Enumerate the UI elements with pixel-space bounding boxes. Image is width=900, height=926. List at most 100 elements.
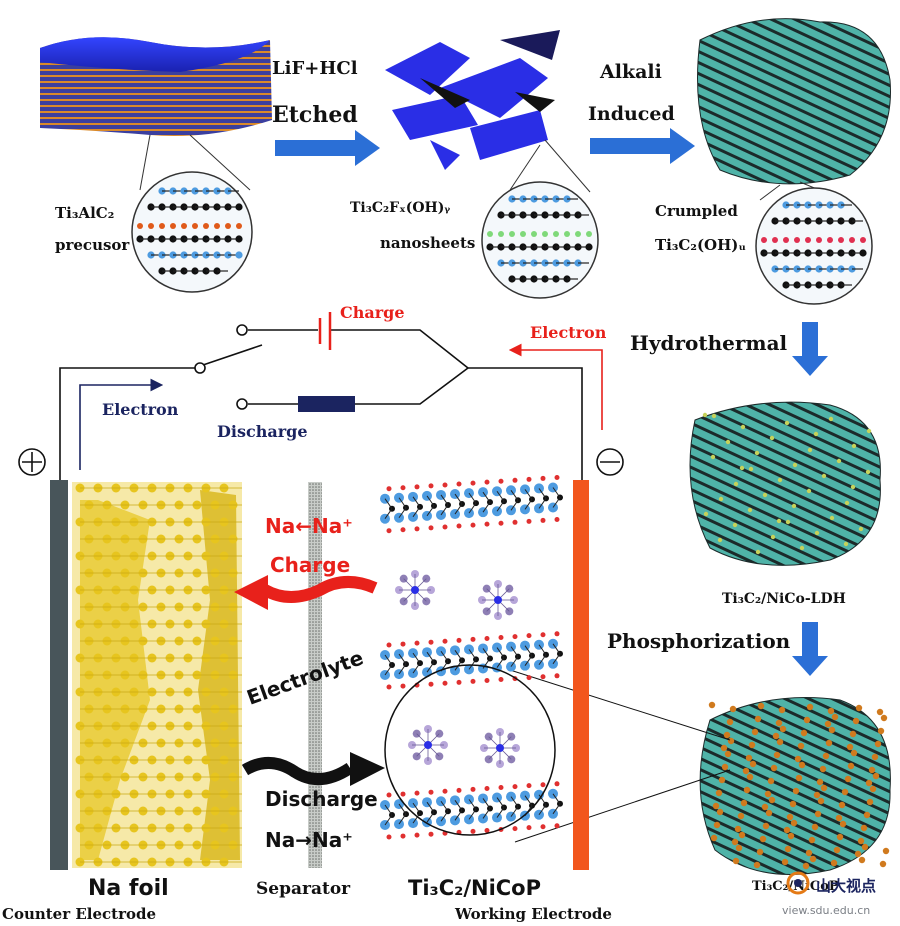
atom bbox=[822, 752, 830, 760]
atom bbox=[542, 231, 548, 237]
atom bbox=[554, 781, 560, 787]
atom bbox=[400, 833, 406, 839]
atom bbox=[851, 443, 857, 449]
atom bbox=[872, 772, 880, 780]
working-electrode-zoom-circle bbox=[384, 664, 556, 836]
counter-electrode-plate bbox=[50, 480, 68, 870]
atom bbox=[814, 530, 820, 536]
atom bbox=[854, 850, 862, 858]
alkali-label: Alkali bbox=[599, 61, 662, 83]
atom bbox=[742, 767, 750, 775]
atom bbox=[776, 738, 784, 746]
atom bbox=[386, 684, 392, 690]
svg-text:view.sdu.edu.cn: view.sdu.edu.cn bbox=[782, 904, 870, 917]
atom bbox=[712, 802, 720, 810]
atom bbox=[846, 743, 854, 751]
bond bbox=[552, 793, 561, 805]
atom bbox=[839, 820, 847, 828]
bond bbox=[468, 502, 477, 514]
atom bbox=[764, 790, 772, 798]
atom bbox=[235, 203, 243, 211]
atom bbox=[827, 707, 835, 715]
atom bbox=[775, 719, 783, 727]
atom bbox=[496, 744, 504, 752]
atom bbox=[159, 223, 165, 229]
bond bbox=[496, 807, 505, 818]
atom bbox=[836, 458, 842, 464]
phosphorization-label: Phosphorization bbox=[607, 629, 791, 653]
atom bbox=[733, 481, 739, 487]
atom bbox=[737, 812, 745, 820]
atom bbox=[386, 642, 392, 648]
atom bbox=[876, 708, 884, 716]
atom bbox=[484, 635, 490, 641]
atom bbox=[849, 730, 857, 738]
atom bbox=[786, 813, 794, 821]
atom bbox=[869, 785, 877, 793]
atom bbox=[512, 519, 518, 525]
bond bbox=[412, 662, 421, 674]
atom bbox=[811, 823, 819, 831]
atom bbox=[817, 797, 825, 805]
bond bbox=[552, 653, 561, 665]
atom bbox=[784, 845, 792, 853]
bond bbox=[510, 500, 519, 511]
na-foil-label: Na foil bbox=[88, 876, 169, 901]
atom bbox=[802, 862, 810, 870]
atom bbox=[740, 424, 746, 430]
mxene-layers bbox=[380, 475, 563, 840]
atom bbox=[512, 634, 518, 640]
bond bbox=[468, 492, 477, 504]
na-na-plus-bottom-label: Na→Na⁺ bbox=[265, 828, 353, 852]
atom bbox=[794, 237, 800, 243]
atom bbox=[414, 526, 420, 532]
atom bbox=[781, 858, 789, 866]
atom bbox=[456, 481, 462, 487]
atom bbox=[526, 633, 532, 639]
bond bbox=[440, 650, 449, 662]
bond bbox=[538, 488, 547, 499]
discharge-switch-contact bbox=[236, 398, 248, 410]
atom bbox=[442, 524, 448, 530]
atom bbox=[850, 749, 858, 757]
bond bbox=[384, 814, 393, 826]
atom bbox=[456, 679, 462, 685]
atom bbox=[847, 762, 855, 770]
atom bbox=[844, 775, 852, 783]
bond bbox=[524, 489, 533, 500]
atom bbox=[214, 223, 220, 229]
bond bbox=[496, 647, 505, 658]
electron-left-label: Electron bbox=[102, 400, 179, 419]
atom bbox=[137, 223, 143, 229]
atom bbox=[456, 787, 462, 793]
bond bbox=[426, 651, 435, 663]
bond bbox=[538, 804, 547, 816]
atom bbox=[838, 237, 844, 243]
atom bbox=[534, 503, 544, 514]
bond bbox=[496, 797, 505, 808]
atom bbox=[805, 237, 811, 243]
atom bbox=[861, 843, 869, 851]
atom bbox=[540, 782, 546, 788]
zoom-line bbox=[544, 139, 591, 193]
atom bbox=[855, 704, 863, 712]
atom bbox=[386, 528, 392, 534]
atom bbox=[721, 763, 729, 771]
bond bbox=[426, 661, 435, 673]
switch-pivot bbox=[194, 362, 206, 374]
bond bbox=[454, 493, 463, 505]
atom bbox=[762, 822, 770, 830]
atom bbox=[769, 435, 775, 441]
atom bbox=[879, 860, 887, 868]
ti3alc2-label: Ti₃AlC₂ bbox=[55, 204, 114, 222]
bond bbox=[468, 649, 477, 660]
bond bbox=[440, 810, 449, 822]
atom bbox=[821, 473, 827, 479]
bond bbox=[412, 506, 421, 518]
bond bbox=[426, 495, 435, 507]
atom bbox=[831, 713, 839, 721]
separator-membrane bbox=[308, 482, 322, 868]
nanosheets-label: nanosheets bbox=[380, 234, 475, 252]
ldh-label: Ti₃C₂/NiCo-LDH bbox=[722, 591, 846, 607]
bond bbox=[398, 497, 407, 509]
